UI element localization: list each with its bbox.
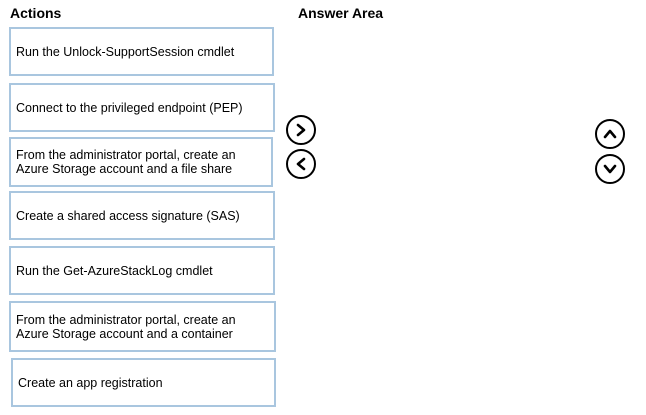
action-item-label: Run the Unlock-SupportSession cmdlet [16,44,235,59]
answer-area-heading: Answer Area [298,5,384,21]
action-item-label: From the administrator portal, create an… [16,312,236,341]
action-item-label: Create a shared access signature (SAS) [16,208,240,223]
chevron-down-icon [603,164,617,174]
action-item-unlock-support-session[interactable]: Run the Unlock-SupportSession cmdlet [9,27,274,76]
action-item-label: Create an app registration [18,375,163,390]
action-item-create-storage-container[interactable]: From the administrator portal, create an… [9,301,276,352]
move-right-button[interactable] [286,115,316,145]
chevron-right-icon [296,123,306,137]
move-up-button[interactable] [595,119,625,149]
actions-heading: Actions [10,5,62,21]
action-item-create-sas[interactable]: Create a shared access signature (SAS) [9,191,275,240]
move-down-button[interactable] [595,154,625,184]
action-item-label: Connect to the privileged endpoint (PEP) [16,100,243,115]
action-item-label: From the administrator portal, create an… [16,148,236,176]
move-left-button[interactable] [286,149,316,179]
chevron-left-icon [296,157,306,171]
action-item-connect-pep[interactable]: Connect to the privileged endpoint (PEP) [9,83,275,132]
action-item-create-app-registration[interactable]: Create an app registration [11,358,276,407]
action-item-get-azurestacklog[interactable]: Run the Get-AzureStackLog cmdlet [9,246,275,295]
action-item-create-storage-file-share[interactable]: From the administrator portal, create an… [9,137,273,187]
chevron-up-icon [603,129,617,139]
action-item-label: Run the Get-AzureStackLog cmdlet [16,263,213,278]
